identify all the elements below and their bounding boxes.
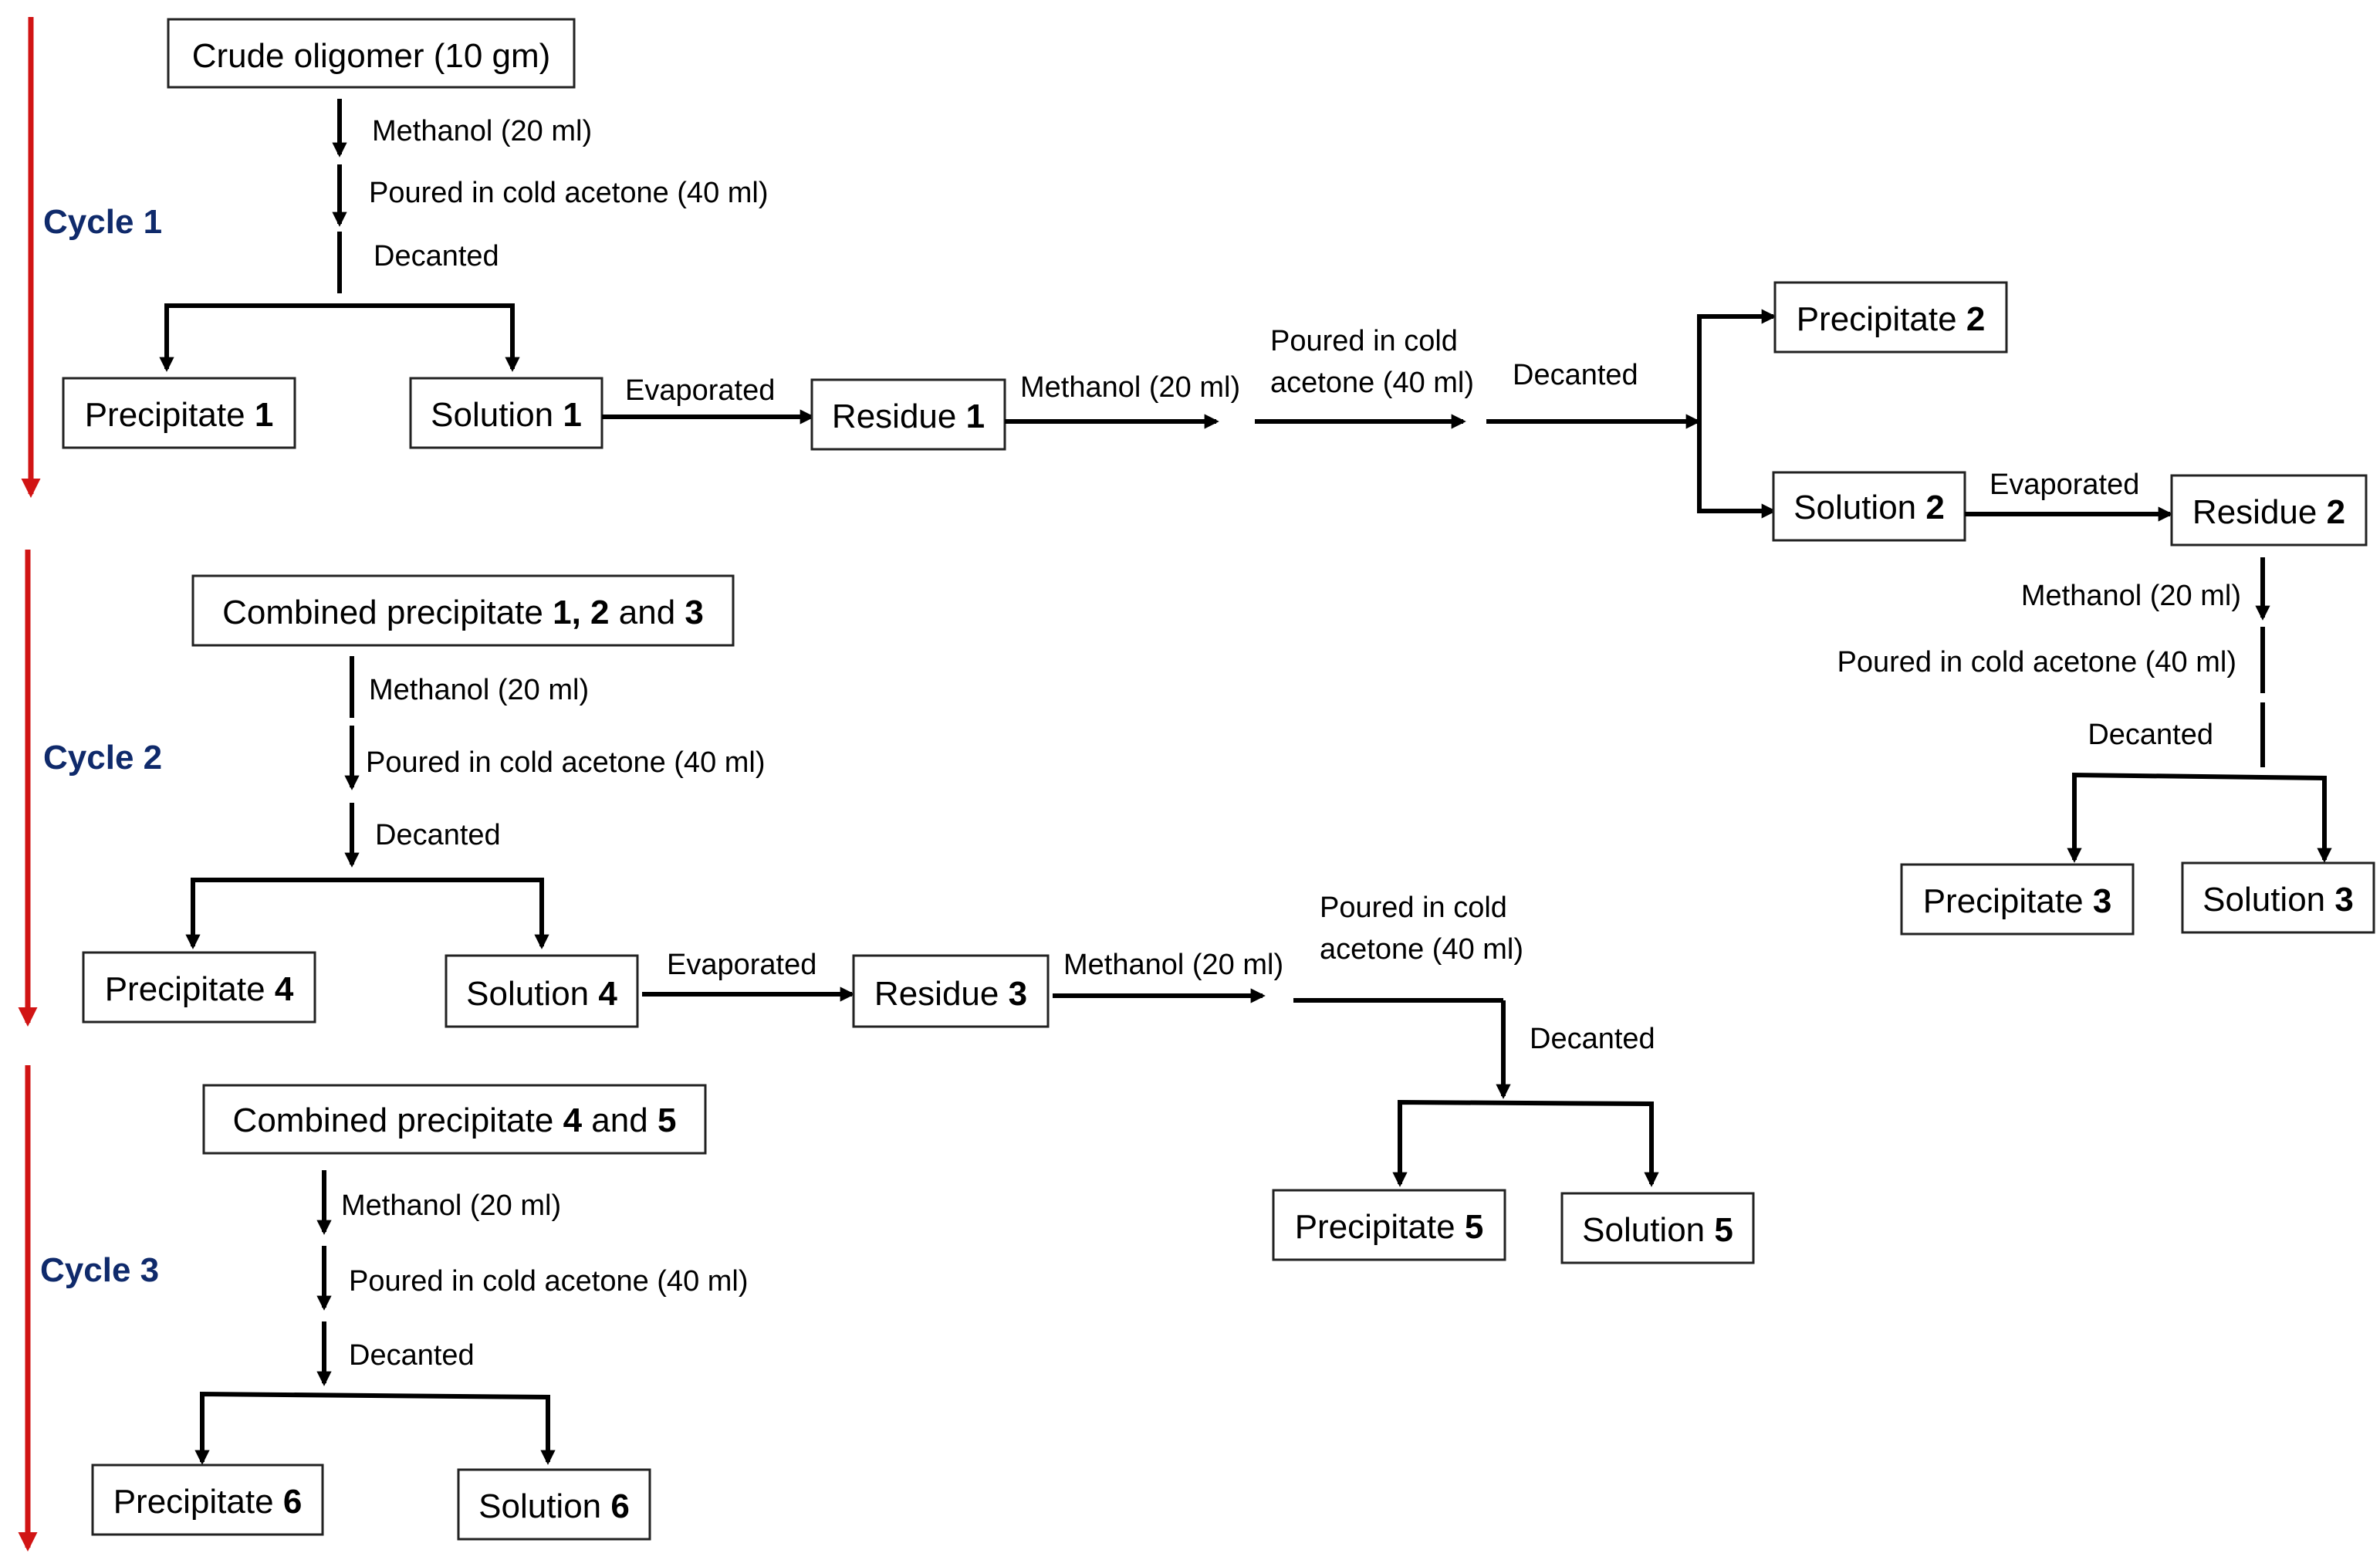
- split-bracket-1: [164, 303, 515, 369]
- step-evaporated-2: Evaporated: [1990, 469, 2139, 501]
- solution-1-label: Solution 1: [431, 396, 582, 434]
- split-bracket-6: [200, 1391, 550, 1462]
- residue-3-box: [852, 954, 1050, 1028]
- solution-1-box: [409, 377, 603, 449]
- precipitate-2-box: [1773, 281, 2008, 354]
- solution-2-label: Solution 2: [1793, 489, 1945, 526]
- step-decanted: Decanted: [374, 240, 499, 272]
- step-methanol: Methanol (20 ml): [372, 115, 592, 147]
- solution-5-box: [1560, 1192, 1755, 1264]
- step-decanted-r2: Decanted: [2088, 719, 2213, 751]
- step-evaporated-1: Evaporated: [625, 374, 775, 407]
- step-poured-c2: Poured in cold acetone (40 ml): [366, 746, 766, 779]
- residue-2-label: Residue 2: [2192, 493, 2345, 531]
- crude-oligomer-box: [167, 18, 576, 89]
- residue-1-box: [810, 378, 1006, 451]
- step-decanted-r3: Decanted: [1530, 1023, 1655, 1055]
- step-methanol-r3: Methanol (20 ml): [1063, 949, 1283, 981]
- combined-45-box: [202, 1084, 707, 1155]
- residue-1-label: Residue 1: [832, 398, 985, 435]
- step-decanted-c3: Decanted: [349, 1339, 475, 1372]
- solution-4-label: Solution 4: [466, 975, 617, 1013]
- solution-4-box: [445, 954, 639, 1028]
- step-poured-c3: Poured in cold acetone (40 ml): [349, 1265, 749, 1298]
- step-methanol-r1: Methanol (20 ml): [1020, 371, 1240, 404]
- precipitate-1-box: [62, 377, 296, 449]
- split-bracket-3: [2072, 772, 2327, 857]
- solution-2-box: [1772, 471, 1966, 542]
- solution-5-label: Solution 5: [1582, 1211, 1733, 1249]
- crude-oligomer-label: Crude oligomer (10 gm): [192, 37, 551, 75]
- cycle-3-label: Cycle 3: [40, 1251, 159, 1289]
- step-poured-r3-line2: acetone (40 ml): [1320, 933, 1523, 966]
- precipitate-1-label: Precipitate 1: [85, 396, 274, 434]
- cycle-1-label: Cycle 1: [43, 203, 162, 241]
- step-poured: Poured in cold acetone (40 ml): [369, 177, 769, 209]
- combined-45-label: Combined precipitate 4 and 5: [233, 1101, 677, 1139]
- step-poured-r3-line1: Poured in cold: [1320, 892, 1507, 924]
- split-bracket-2: [1697, 314, 1772, 513]
- precipitate-3-label: Precipitate 3: [1923, 882, 2112, 920]
- step-evaporated-3: Evaporated: [667, 949, 816, 981]
- step-decanted-r1: Decanted: [1513, 359, 1638, 391]
- step-poured-r2: Poured in cold acetone (40 ml): [1837, 646, 2236, 678]
- precipitate-4-box: [82, 951, 316, 1024]
- cycle-2-label: Cycle 2: [43, 739, 162, 777]
- precipitate-5-label: Precipitate 5: [1295, 1208, 1484, 1246]
- step-poured-r1-line1: Poured in cold: [1270, 325, 1458, 357]
- precipitate-6-label: Precipitate 6: [113, 1483, 303, 1521]
- step-methanol-c3: Methanol (20 ml): [341, 1189, 561, 1222]
- step-decanted-c2: Decanted: [375, 819, 501, 851]
- combined-123-label: Combined precipitate 1, 2 and 3: [222, 594, 704, 631]
- step-poured-r1-line2: acetone (40 ml): [1270, 367, 1474, 399]
- solution-3-box: [2181, 861, 2375, 934]
- precipitate-2-label: Precipitate 2: [1797, 300, 1986, 338]
- combined-123-box: [191, 574, 735, 647]
- precipitate-4-label: Precipitate 4: [105, 970, 294, 1008]
- precipitate-5-box: [1272, 1189, 1506, 1261]
- split-bracket-5: [1398, 1099, 1654, 1184]
- solution-6-box: [457, 1468, 651, 1541]
- step-methanol-r2: Methanol (20 ml): [2021, 580, 2241, 612]
- solution-6-label: Solution 6: [478, 1487, 630, 1525]
- residue-3-label: Residue 3: [874, 975, 1027, 1013]
- solution-3-label: Solution 3: [2203, 881, 2354, 919]
- precipitate-3-box: [1900, 863, 2135, 936]
- precipitate-6-box: [91, 1464, 324, 1536]
- residue-2-box: [2170, 474, 2368, 547]
- split-bracket-4: [191, 878, 544, 946]
- step-methanol-c2: Methanol (20 ml): [369, 674, 589, 706]
